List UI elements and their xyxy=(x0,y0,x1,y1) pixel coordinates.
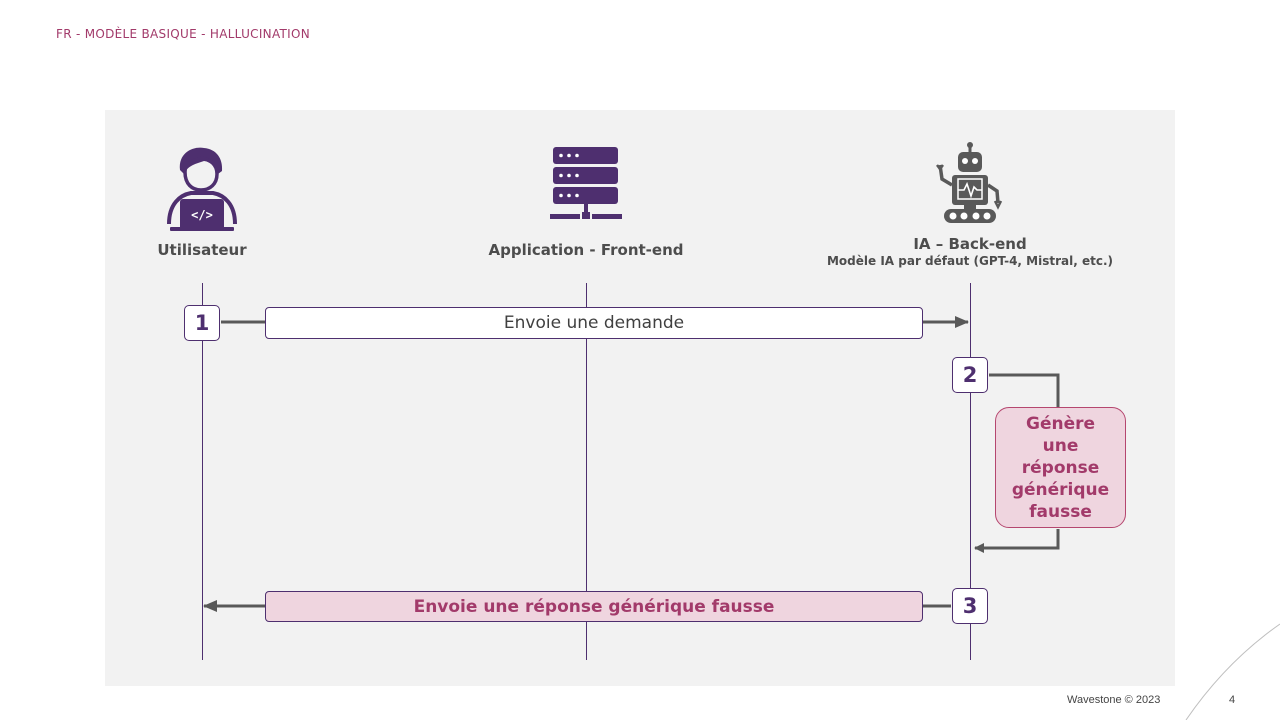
generate-line: une xyxy=(1042,435,1079,456)
robot-icon xyxy=(936,142,1003,223)
page-number: 4 xyxy=(1229,694,1236,706)
actor-label-user: Utilisateur xyxy=(157,241,247,259)
generate-line: Génère xyxy=(1025,413,1096,434)
generate-response-box: Génère une réponse générique fausse xyxy=(995,407,1126,528)
step-badge-3: 3 xyxy=(952,588,988,624)
step-badge-2: 2 xyxy=(952,357,988,393)
lifeline-user xyxy=(202,283,203,660)
message-response-label: Envoie une réponse générique fausse xyxy=(413,596,775,617)
message-request-label: Envoie une demande xyxy=(503,313,685,333)
generate-line: réponse xyxy=(1021,457,1100,478)
svg-text:</>: </> xyxy=(191,208,213,222)
message-request: Envoie une demande xyxy=(265,307,923,339)
message-response: Envoie une réponse générique fausse xyxy=(265,591,923,622)
generate-line: fausse xyxy=(1029,501,1092,522)
actor-label-frontend: Application - Front-end xyxy=(488,241,684,259)
step-badge-1: 1 xyxy=(184,305,220,341)
generate-line: générique xyxy=(1011,479,1110,500)
slide-title: FR - MODÈLE BASIQUE - HALLUCINATION xyxy=(56,27,311,41)
server-icon xyxy=(550,147,622,221)
user-laptop-icon: </> xyxy=(167,147,237,231)
lifeline-backend xyxy=(970,283,971,660)
arrow-step-2 xyxy=(974,373,1060,553)
actor-sublabel-backend: Modèle IA par défaut (GPT-4, Mistral, et… xyxy=(826,254,1114,268)
footer-copyright: Wavestone © 2023 xyxy=(1067,694,1161,706)
actor-label-backend: IA – Back-end xyxy=(913,235,1027,253)
lifeline-frontend xyxy=(586,283,587,660)
